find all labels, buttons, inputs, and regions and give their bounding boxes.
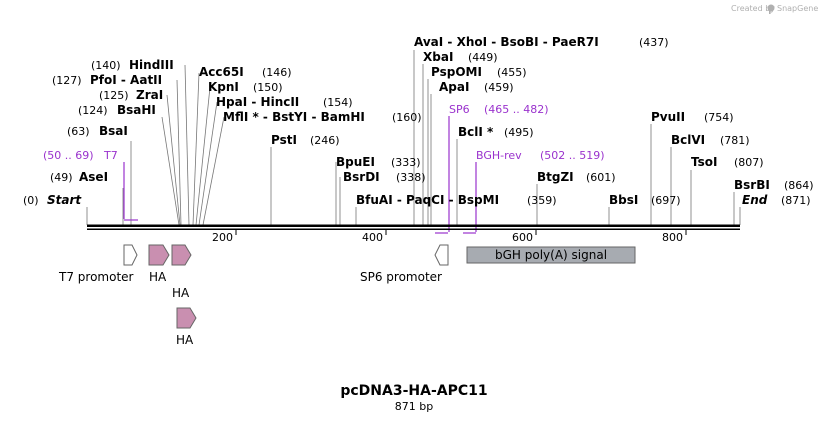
site-label: XbaI: [423, 50, 453, 64]
primer-range: (502 .. 519): [540, 149, 605, 162]
site-position: (124): [78, 104, 108, 117]
ruler-tick-label: 600: [512, 231, 533, 244]
sp6-promoter-label: SP6 promoter: [360, 270, 442, 284]
site-position: (150): [253, 81, 283, 94]
site-label: AvaI - XhoI - BsoBI - PaeR7I: [414, 35, 599, 49]
site-position: (359): [527, 194, 557, 207]
site-position: (781): [720, 134, 750, 147]
site-position: (495): [504, 126, 534, 139]
site-position: (127): [52, 74, 82, 87]
site-position: (459): [484, 81, 514, 94]
site-position: (449): [468, 51, 498, 64]
map-length: 871 bp: [395, 400, 433, 413]
site-position: (154): [323, 96, 353, 109]
ha-tag-arrow-icon: [148, 244, 170, 266]
site-label: ApaI: [439, 80, 469, 94]
ha-tag-label: HA: [149, 270, 167, 284]
site-position: (697): [651, 194, 681, 207]
site-label: PstI: [271, 133, 297, 147]
site-position: (63): [67, 125, 90, 138]
site-label: BfuAI - PaqCI - BspMI: [356, 193, 499, 207]
site-position: (864): [784, 179, 814, 192]
site-position: (246): [310, 134, 340, 147]
primer-range: (50 .. 69): [43, 149, 94, 162]
sp6-promoter-arrow-icon: [434, 244, 449, 266]
site-label: PspOMI: [431, 65, 482, 79]
site-position: (125): [99, 89, 129, 102]
t7-promoter-label: T7 promoter: [58, 270, 134, 284]
sequence-line: [87, 224, 740, 230]
site-position: (754): [704, 111, 734, 124]
site-label: TsoI: [691, 155, 717, 169]
ruler-tick-marks: [235, 230, 687, 235]
site-leader-lines: [86, 50, 741, 226]
site-position: (807): [734, 156, 764, 169]
ha-tag-arrow-icon: [176, 307, 197, 329]
site-position: (140): [91, 59, 121, 72]
primer-label: BGH-rev: [476, 149, 522, 162]
end-label: End: [742, 193, 768, 207]
site-label: BsaHI: [117, 103, 156, 117]
ha-tag-arrow-icon: [171, 244, 192, 266]
site-label: BtgZI: [537, 170, 574, 184]
site-label: Acc65I: [199, 65, 244, 79]
primer-marks: [123, 116, 477, 234]
site-label: BpuEI: [336, 155, 375, 169]
site-label: MflI * - BstYI - BamHI: [223, 110, 365, 124]
site-label: AseI: [79, 170, 108, 184]
created-by-text: Created by: [731, 4, 775, 13]
bgh-polya-signal-box: [466, 246, 636, 264]
site-label: BclVI: [671, 133, 705, 147]
end-position: (871): [781, 194, 811, 207]
site-label: KpnI: [208, 80, 239, 94]
site-label: BsaI: [99, 124, 128, 138]
map-title: pcDNA3-HA-APC11: [340, 383, 487, 399]
site-label: ZraI: [136, 88, 163, 102]
site-position: (333): [391, 156, 421, 169]
site-position: (437): [639, 36, 669, 49]
snapgene-logo-icon: [767, 4, 775, 14]
bgh-polya-signal-label: bGH poly(A) signal: [495, 248, 607, 262]
ruler-tick-label: 400: [362, 231, 383, 244]
site-position: (49): [50, 171, 73, 184]
site-position: (338): [396, 171, 426, 184]
primer-label: SP6: [449, 103, 470, 116]
site-position: (455): [497, 66, 527, 79]
site-position: (160): [392, 111, 422, 124]
primer-label: T7: [103, 149, 118, 162]
snapgene-brand-text: SnapGene: [777, 4, 818, 13]
site-label: HpaI - HincII: [216, 95, 299, 109]
site-label: BbsI: [609, 193, 638, 207]
primer-range: (465 .. 482): [484, 103, 549, 116]
site-label: HindIII: [129, 58, 174, 72]
t7-promoter-arrow-icon: [123, 244, 138, 266]
site-label: PvuII: [651, 110, 685, 124]
ha-tag-label: HA: [176, 333, 194, 347]
site-position: (601): [586, 171, 616, 184]
start-label: Start: [47, 193, 82, 207]
site-label: BsrBI: [734, 178, 770, 192]
start-position: (0): [23, 194, 39, 207]
ha-tag-label: HA: [172, 286, 190, 300]
site-label: BclI *: [458, 125, 494, 139]
site-label: PfoI - AatII: [90, 73, 162, 87]
site-label: BsrDI: [343, 170, 380, 184]
ruler-tick-label: 200: [212, 231, 233, 244]
ruler-tick-label: 800: [662, 231, 683, 244]
site-position: (146): [262, 66, 292, 79]
